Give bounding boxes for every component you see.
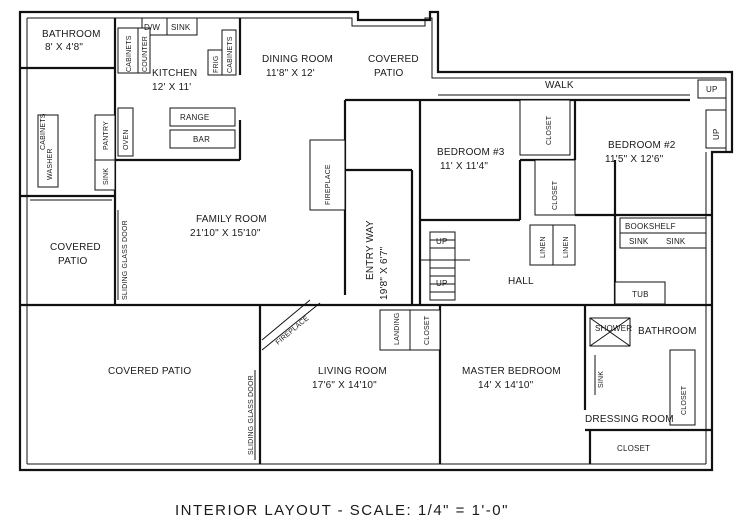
master-name: MASTER BEDROOM	[462, 366, 561, 377]
sink-label: SINK	[171, 23, 191, 32]
covered-patio-bottom-name: COVERED PATIO	[108, 366, 191, 377]
closet-entry-label: CLOSET	[424, 315, 431, 345]
bedroom3-name: BEDROOM #3	[437, 147, 505, 158]
kitchen-fixtures	[37, 17, 237, 191]
entry-name: ENTRY WAY	[365, 220, 376, 280]
bathroom-master-name: BATHROOM	[638, 326, 697, 337]
pantry-label: PANTRY	[103, 121, 110, 150]
fireplace-living-label: FIREPLACE	[275, 315, 311, 347]
covered-patio-top-line2: PATIO	[374, 68, 404, 79]
closet-master-bottom-label: CLOSET	[617, 444, 650, 453]
stairs	[420, 231, 470, 301]
closet-master-side-label: CLOSET	[681, 385, 688, 415]
dressing-name: DRESSING ROOM	[585, 414, 674, 425]
bathroom-small-name: BATHROOM	[42, 29, 101, 40]
walk-label: WALK	[545, 80, 574, 91]
cabinets-label: CABINETS	[126, 35, 133, 72]
sink-master-label: SINK	[598, 371, 605, 388]
sink-bath-right-label: SINK	[666, 237, 686, 246]
sink-bath-left-label: SINK	[629, 237, 649, 246]
drawing-title: INTERIOR LAYOUT - SCALE: 1/4" = 1'-0"	[175, 502, 509, 519]
covered-patio-left-line2: PATIO	[58, 256, 88, 267]
closet-b3-label: CLOSET	[546, 115, 553, 145]
bookshelf-label: BOOKSHELF	[625, 222, 676, 231]
oven-label: OVEN	[123, 129, 130, 150]
bedroom2-size: 11'5" X 12'6"	[605, 154, 664, 165]
family-name: FAMILY ROOM	[196, 214, 267, 225]
linen-right-label: LINEN	[563, 236, 570, 258]
cabinets-right-label: CABINETS	[227, 36, 234, 73]
family-size: 21'10" X 15'10"	[190, 228, 261, 239]
closet-b2-label: CLOSET	[552, 180, 559, 210]
interior-walls	[20, 18, 727, 464]
up-label-side: UP	[712, 128, 721, 140]
fireplace-family-label: FIREPLACE	[325, 164, 332, 205]
shower-label: SHOWER	[595, 324, 632, 333]
linen-left-label: LINEN	[540, 236, 547, 258]
bar-label: BAR	[193, 135, 210, 144]
cabinets-laundry-label: CABINETS	[40, 113, 47, 150]
landing-label: LANDING	[394, 312, 401, 345]
dining-name: DINING ROOM	[262, 54, 333, 65]
sink-laundry-label: SINK	[103, 168, 110, 185]
dw-label: D/W	[144, 23, 160, 32]
up-stairs-upper: UP	[436, 237, 448, 246]
up-label-top: UP	[706, 85, 718, 94]
bedroom3-size: 11' X 11'4"	[440, 161, 488, 172]
living-name: LIVING ROOM	[318, 366, 387, 377]
sliding-door-family-label: SLIDING GLASS DOOR	[122, 220, 129, 300]
covered-patio-left-line1: COVERED	[50, 242, 101, 253]
up-stairs-lower: UP	[436, 279, 448, 288]
counter-label: COUNTER	[142, 36, 149, 72]
bedroom2-name: BEDROOM #2	[608, 140, 676, 151]
dining-size: 11'8" X 12'	[266, 68, 315, 79]
covered-patio-top-line1: COVERED	[368, 54, 419, 65]
entry-size: 19'8" X 6'7"	[379, 246, 390, 300]
bathroom-small-size: 8' X 4'8"	[45, 42, 83, 53]
washer-label: WASHER	[47, 148, 54, 180]
range-label: RANGE	[180, 113, 209, 122]
sliding-door-living-label: SLIDING GLASS DOOR	[248, 375, 255, 455]
master-size: 14' X 14'10"	[478, 380, 534, 391]
tub-label: TUB	[632, 290, 649, 299]
frig-label: FRIG	[213, 55, 220, 73]
hall-name: HALL	[508, 276, 534, 287]
living-size: 17'6" X 14'10"	[312, 380, 377, 391]
kitchen-name: KITCHEN	[152, 68, 197, 79]
kitchen-size: 12' X 11'	[152, 82, 191, 93]
